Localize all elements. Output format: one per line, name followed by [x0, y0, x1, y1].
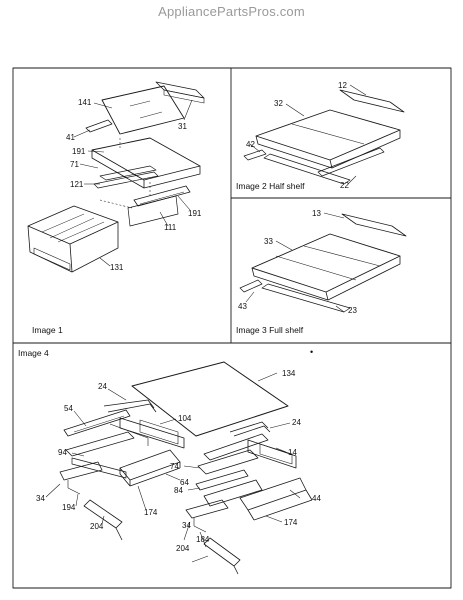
callout-191-lower: 191 — [188, 209, 202, 218]
callout-34-right: 34 — [182, 521, 191, 530]
diagram-border — [12, 67, 452, 589]
callout-12: 12 — [338, 81, 347, 90]
callout-64: 64 — [180, 478, 189, 487]
callout-22: 22 — [340, 181, 349, 190]
callout-184: 184 — [196, 535, 210, 544]
callout-94: 94 — [58, 448, 67, 457]
callout-174-right: 174 — [284, 518, 298, 527]
callout-131: 131 — [110, 263, 124, 272]
callout-44: 44 — [312, 494, 321, 503]
callout-42: 42 — [246, 140, 255, 149]
stray-mark: • — [310, 347, 314, 357]
image1-assembly — [27, 81, 205, 273]
callout-84: 84 — [174, 486, 183, 495]
image3-caption: Image 3 Full shelf — [236, 325, 304, 335]
callout-204-right: 204 — [176, 544, 190, 553]
callout-194: 194 — [62, 503, 76, 512]
callout-141: 141 — [78, 98, 92, 107]
callout-32: 32 — [274, 99, 283, 108]
callout-191: 191 — [72, 147, 86, 156]
image2-leaders — [249, 84, 367, 185]
callout-23: 23 — [348, 306, 357, 315]
callout-104: 104 — [178, 414, 192, 423]
callout-111: 111 — [164, 223, 177, 232]
callout-14: 14 — [288, 448, 297, 457]
image2-half-shelf — [243, 89, 405, 185]
callout-71: 71 — [70, 160, 79, 169]
image4-leaders — [45, 372, 301, 563]
image3-leaders — [245, 212, 345, 313]
callout-74: 74 — [170, 462, 179, 471]
callout-134: 134 — [282, 369, 296, 378]
callout-34-left: 34 — [36, 494, 45, 503]
callout-24-right: 24 — [292, 418, 301, 427]
image4-assembly — [59, 361, 313, 575]
callout-174-left: 174 — [144, 508, 158, 517]
callout-31: 31 — [178, 122, 187, 131]
image3-full-shelf — [239, 213, 407, 313]
image4-caption: Image 4 — [18, 348, 49, 358]
callout-24-left: 24 — [98, 382, 107, 391]
callout-54: 54 — [64, 404, 73, 413]
image2-caption: Image 2 Half shelf — [236, 181, 305, 191]
image1-caption: Image 1 — [32, 325, 63, 335]
callout-204-left: 204 — [90, 522, 104, 531]
watermark: AppliancePartsPros.com — [158, 4, 305, 19]
callout-13: 13 — [312, 209, 321, 218]
callout-43: 43 — [238, 302, 247, 311]
callout-33: 33 — [264, 237, 273, 246]
callout-41: 41 — [66, 133, 75, 142]
callout-121: 121 — [70, 180, 84, 189]
image1-leaders — [73, 99, 193, 267]
